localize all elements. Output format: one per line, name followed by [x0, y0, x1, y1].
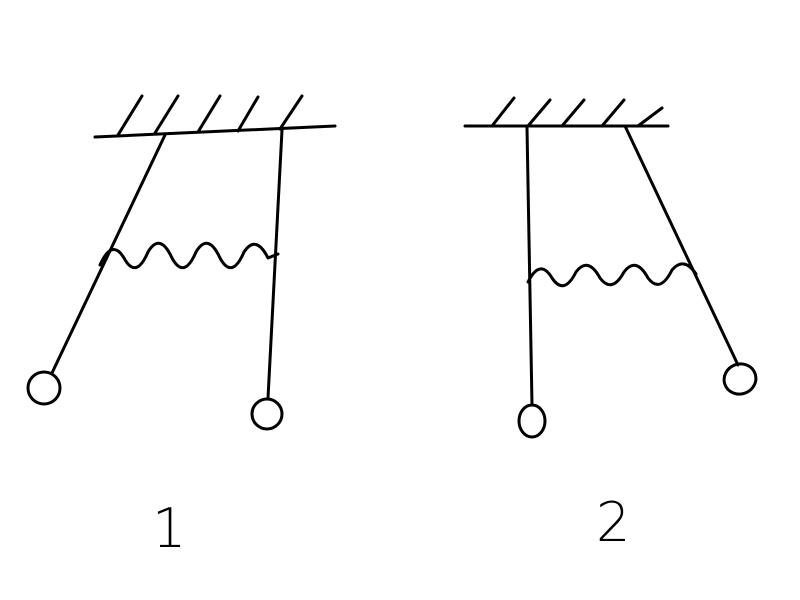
- ceiling-support-2: [463, 96, 670, 128]
- pendulum-bob-left-1: [26, 370, 62, 406]
- diagram-2: [463, 96, 758, 439]
- spring-2: [526, 262, 698, 288]
- ceiling-support-1: [93, 94, 337, 139]
- pendulum-string-left-1: [50, 133, 167, 375]
- diagram-label-1: 1: [152, 497, 187, 560]
- pendulum-bob-right-2: [722, 362, 758, 396]
- diagram-label-2: 2: [596, 491, 631, 554]
- pendulum-bob-right-1: [250, 397, 284, 431]
- diagram-1: [26, 94, 337, 431]
- pendulum-string-right-2: [623, 124, 740, 367]
- spring-1: [98, 241, 280, 269]
- pendulum-string-right-1: [266, 128, 284, 400]
- pendulum-bob-left-2: [517, 403, 547, 439]
- pendulum-string-left-2: [525, 126, 534, 407]
